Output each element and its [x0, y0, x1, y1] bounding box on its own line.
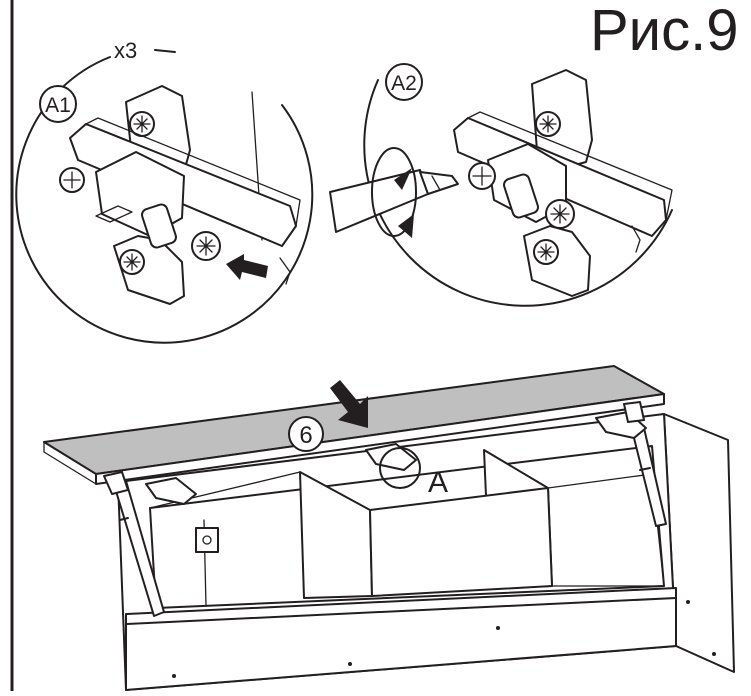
callout-a1-label: A1: [45, 94, 71, 117]
detail-a1-circle: [15, 56, 314, 344]
inner-compartment-right: [547, 473, 665, 587]
a2-hinge-plate-bottom: [523, 225, 591, 297]
side-screw-dot: [686, 600, 690, 604]
screwdriver-tip: [419, 171, 459, 195]
door-panel-side-edge: [43, 441, 97, 485]
hinge-screw-left-head: [63, 171, 81, 189]
hinge-mounting-plate: [195, 527, 219, 553]
rotation-ellipse: [371, 147, 417, 237]
a2-mount-tab: [631, 225, 641, 253]
callout-a2-label: A2: [391, 72, 417, 95]
detail-a-circle: [379, 447, 421, 489]
mounting-plate-hole: [202, 535, 212, 545]
figure-title: Рис.9: [590, 0, 739, 63]
strut-bracket-left: [103, 471, 129, 495]
inner-compartment-left: [149, 471, 305, 599]
cabinet-bottom-front: [125, 587, 677, 691]
plate-screw-bottom-head: [123, 253, 141, 271]
door-hinge-1: [145, 477, 197, 505]
push-arrow: [226, 254, 268, 280]
detail-a1: x3 A1: [15, 38, 314, 344]
a2-hinge-screw-head: [472, 166, 492, 186]
a2-plate-screw-bottom-head: [537, 243, 555, 261]
gas-strut-right-joint: [639, 467, 651, 471]
a2-adjust-screw-head: [550, 204, 570, 224]
part-6-circle: [288, 416, 324, 452]
front-screw-dot: [172, 674, 176, 678]
detail-a2-circle: [363, 79, 673, 307]
callout-a1-circle: [39, 85, 77, 123]
a2-hinge-slot: [503, 173, 539, 219]
part-6-label: 6: [299, 422, 312, 449]
door-hinge-2: [365, 443, 417, 471]
hinge-arm-top: [85, 117, 301, 227]
press-down-arrow: [330, 380, 368, 428]
cabinet-bottom-edge: [125, 597, 677, 625]
gas-strut-left-joint: [119, 517, 129, 521]
rotation-arrow-head-top: [394, 168, 412, 190]
hinge-clip: [95, 205, 133, 223]
detail-a2: A2: [329, 63, 673, 307]
screwdriver-bit-ring: [431, 175, 441, 191]
rotation-arrow-head-bottom: [398, 214, 414, 238]
door-panel-edge: [95, 393, 665, 485]
front-screw-dot: [348, 662, 352, 666]
multiplier-label: x3: [114, 38, 137, 63]
a2-plate-screw-top-head: [539, 115, 557, 133]
x3-leader-line: [154, 49, 176, 53]
callout-a2-circle: [385, 63, 423, 101]
hinge-slot: [141, 203, 177, 249]
adjust-screw-head: [196, 236, 216, 256]
mount-tab: [279, 257, 291, 285]
front-screw-dot: [496, 626, 500, 630]
side-screw-dot: [712, 652, 716, 656]
strut-bracket-right: [623, 401, 645, 423]
detail-a-label: A: [428, 466, 448, 499]
plate-screw-top-head: [133, 115, 151, 133]
wall-cabinet: A 6: [43, 365, 735, 691]
a2-hinge-arm-top: [467, 111, 673, 221]
